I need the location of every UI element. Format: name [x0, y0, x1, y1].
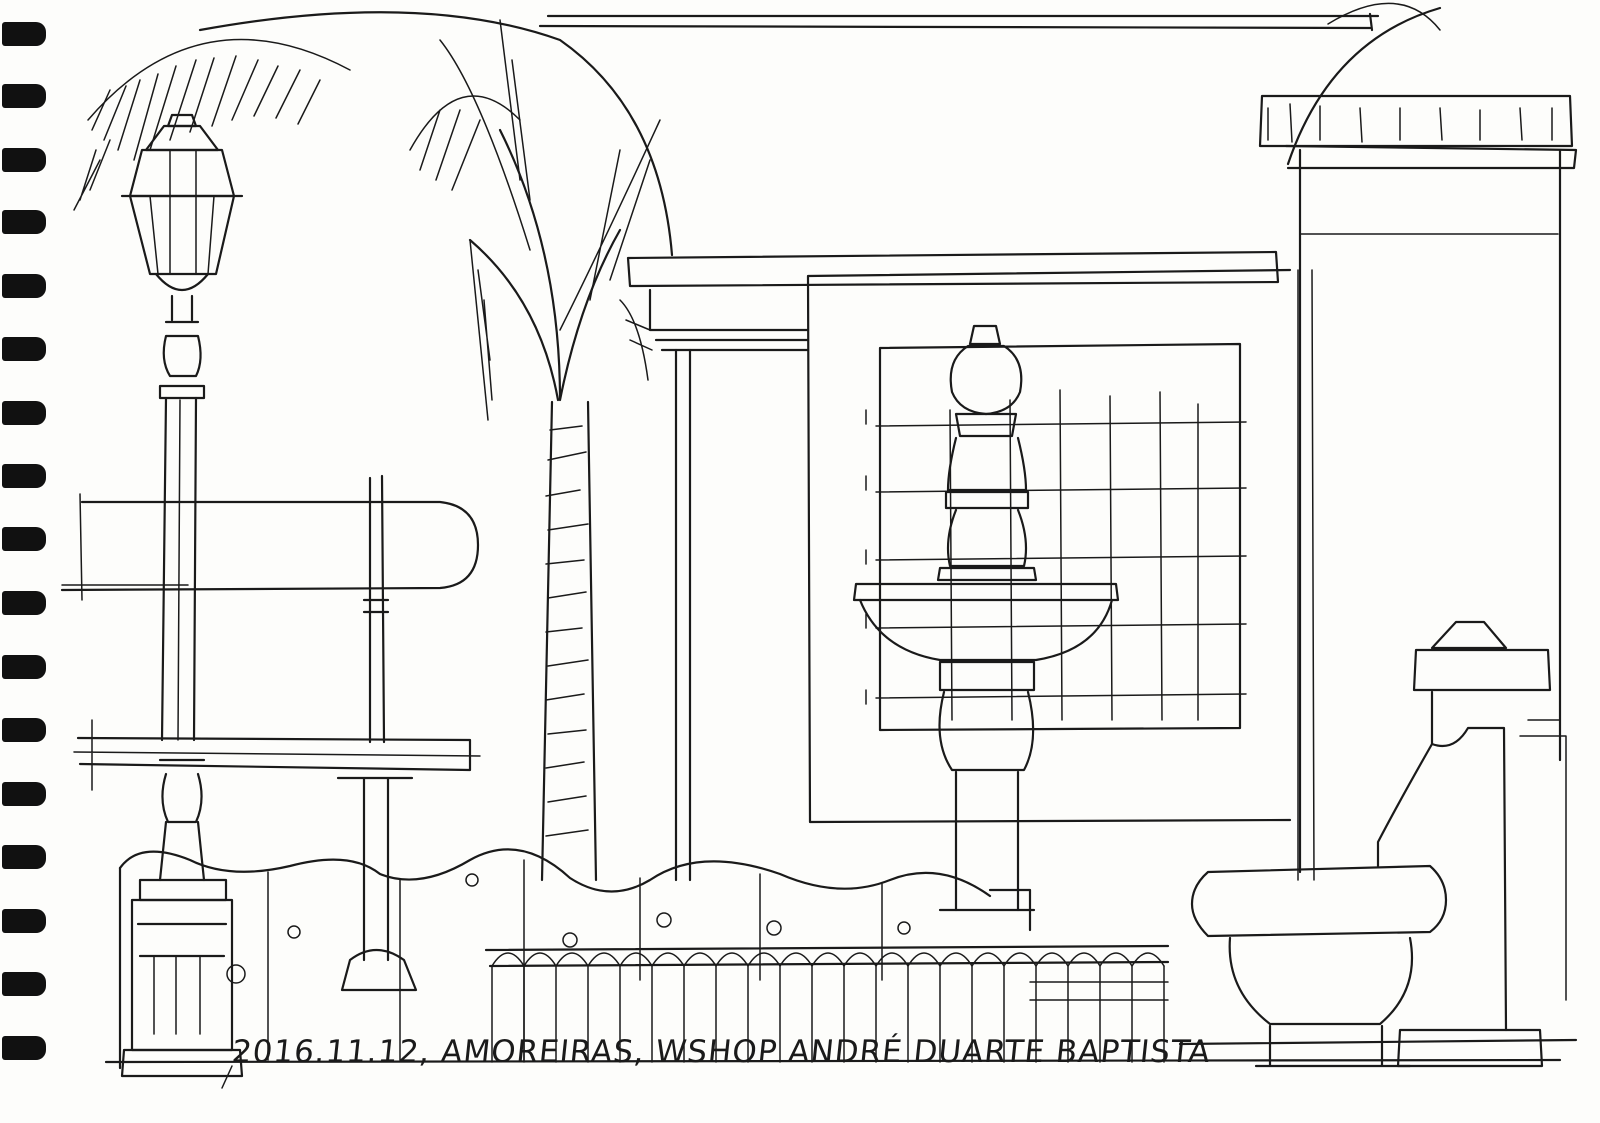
binding-ring [2, 337, 46, 361]
binding-ring [2, 718, 46, 742]
window-grille [806, 268, 1315, 881]
left-palm-tree [73, 38, 351, 211]
binding-ring [2, 591, 46, 615]
wavy-low-wall [118, 848, 992, 1070]
binding-ring [2, 527, 46, 551]
binding-ring [2, 782, 46, 806]
binding-ring [2, 845, 46, 869]
binding-ring [2, 464, 46, 488]
left-table-slab [73, 719, 481, 791]
left-slab [60, 493, 480, 601]
spiral-binding [0, 0, 52, 1123]
stone-bench [1190, 864, 1448, 1068]
binding-ring [2, 84, 46, 108]
binding-ring [2, 22, 46, 46]
right-palm-tree [409, 19, 661, 882]
binding-ring [2, 274, 46, 298]
fountain-pedestal [852, 324, 1120, 932]
binding-ring [2, 401, 46, 425]
binding-ring [2, 909, 46, 933]
street-lamp [120, 113, 244, 1078]
center-entablature [626, 250, 1280, 882]
binding-ring [2, 148, 46, 172]
hoop-fence [484, 944, 1170, 1063]
ground-line [104, 1038, 1578, 1089]
binding-ring [2, 655, 46, 679]
binding-ring [2, 210, 46, 234]
finial-post [1376, 620, 1567, 1068]
arch [198, 11, 674, 257]
binding-ring [2, 1036, 46, 1060]
sketch-caption: 2016.11.12, AMOREIRAS, WSHOP ANDRÉ DUART… [230, 1034, 1213, 1070]
right-pier [1258, 2, 1578, 874]
top-cornice [538, 12, 1380, 32]
binding-ring [2, 972, 46, 996]
birdbath-stand [336, 474, 418, 992]
